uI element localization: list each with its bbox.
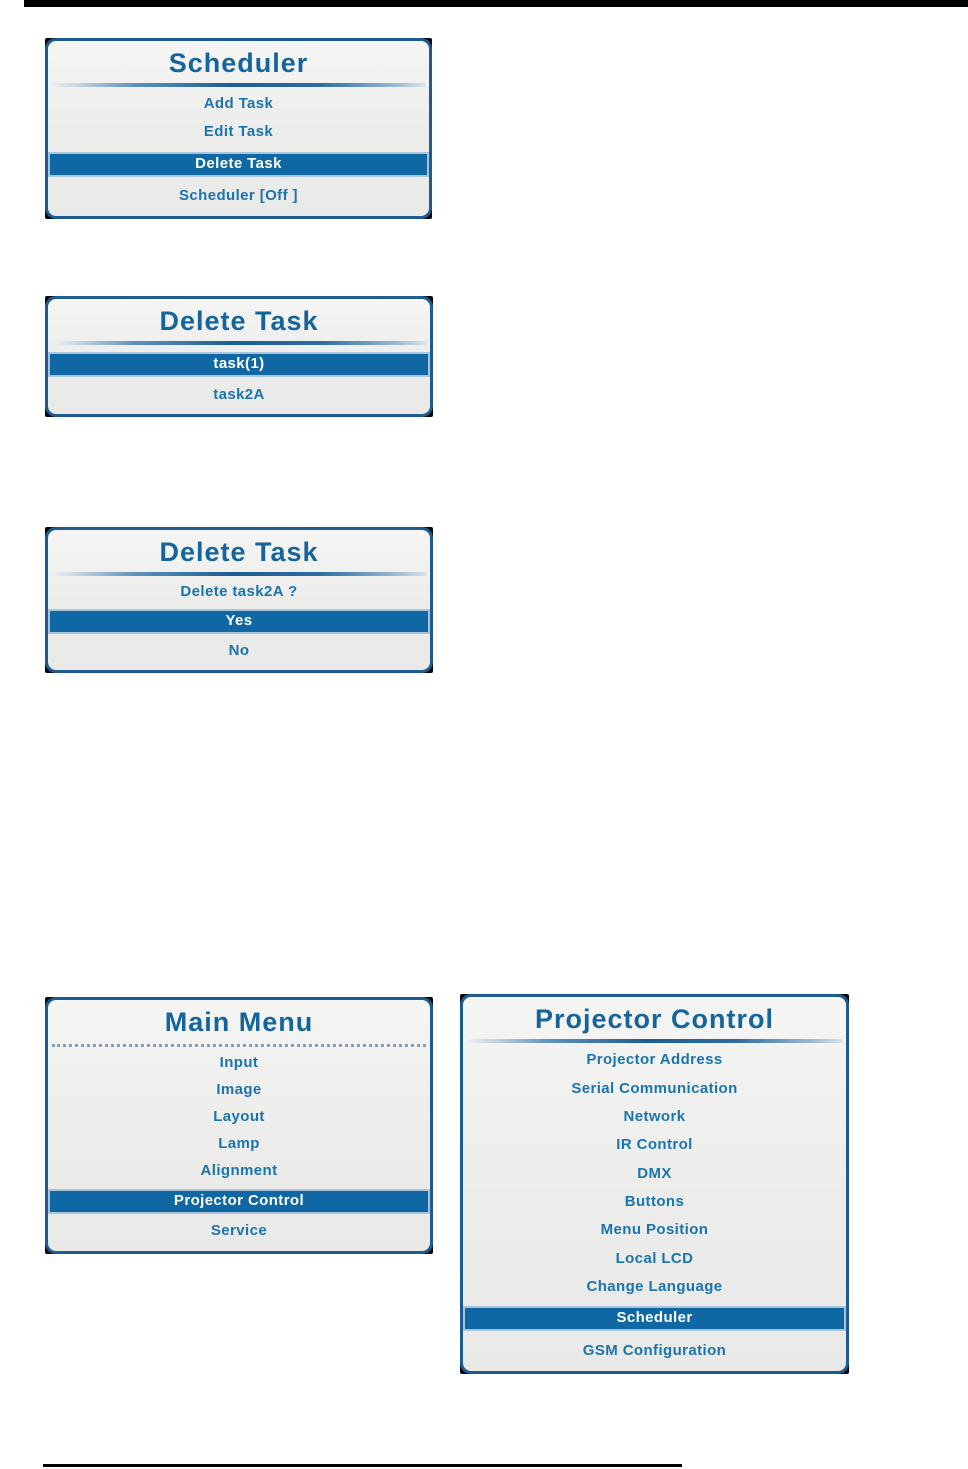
menu-item-label: Scheduler xyxy=(616,1309,693,1327)
menu-title: Main Menu xyxy=(164,1007,314,1037)
menu-item-label: Delete task2A ? xyxy=(180,583,298,600)
menu-item-label: Edit Task xyxy=(203,123,274,141)
menu-item-label: task(1) xyxy=(213,355,265,373)
menu-item-label: Menu Position xyxy=(600,1221,709,1239)
menu-item[interactable]: Service xyxy=(48,1222,430,1240)
title-divider xyxy=(51,572,427,576)
menu-item-label: Alignment xyxy=(200,1161,278,1179)
menu-item[interactable]: Add Task xyxy=(48,95,429,113)
menu-item[interactable]: Projector Address xyxy=(463,1051,846,1069)
osd-panel: Delete Task task(1) task2A xyxy=(45,296,433,417)
menu-item-label: Serial Communication xyxy=(571,1079,738,1097)
menu-item[interactable]: Local LCD xyxy=(463,1250,846,1268)
menu-item-label: Input xyxy=(219,1054,259,1072)
title-divider xyxy=(51,83,426,87)
menu-item-label: Lamp xyxy=(218,1134,260,1152)
menu-item[interactable]: Edit Task xyxy=(48,123,429,141)
title-divider-dotted xyxy=(52,1044,426,1047)
menu-item: Delete task2A ? xyxy=(48,583,430,601)
menu-item-label: Add Task xyxy=(203,95,274,113)
menu-item-selected[interactable]: Delete Task xyxy=(48,151,429,177)
menu-item-label: Change Language xyxy=(586,1278,723,1296)
menu-item-label: DMX xyxy=(637,1164,672,1182)
menu-item-label: IR Control xyxy=(616,1136,693,1154)
menu-item[interactable]: DMX xyxy=(463,1165,846,1183)
menu-item-label: Network xyxy=(623,1107,686,1125)
menu-item[interactable]: No xyxy=(48,642,430,660)
menu-item[interactable]: Buttons xyxy=(463,1193,846,1211)
menu-item[interactable]: Input xyxy=(48,1054,430,1072)
menu-title: Delete Task xyxy=(159,306,319,336)
page-top-rule xyxy=(24,0,968,7)
menu-item-selected[interactable]: Scheduler xyxy=(463,1306,846,1332)
menu-item-label: Buttons xyxy=(624,1192,685,1210)
menu-item-selected[interactable]: task(1) xyxy=(48,352,430,378)
menu-item-label: No xyxy=(228,642,250,659)
menu-item[interactable]: Serial Communication xyxy=(463,1080,846,1098)
menu-item[interactable]: task2A xyxy=(48,386,430,404)
menu-item[interactable]: GSM Configuration xyxy=(463,1342,846,1360)
menu-item-label: task2A xyxy=(213,385,265,403)
osd-menu-delete-task-list: Delete Task task(1) task2A xyxy=(45,296,433,417)
menu-item-label: Layout xyxy=(213,1108,265,1126)
menu-item[interactable]: Network xyxy=(463,1108,846,1126)
menu-item-list: task(1) task2A xyxy=(48,345,430,414)
menu-item-label: Service xyxy=(210,1222,268,1240)
menu-item[interactable]: Layout xyxy=(48,1108,430,1126)
title-divider xyxy=(51,341,427,345)
menu-item[interactable]: Image xyxy=(48,1081,430,1099)
menu-item[interactable]: Scheduler [Off ] xyxy=(48,187,429,205)
menu-item-label: GSM Configuration xyxy=(582,1341,727,1359)
menu-item-label: Scheduler [Off ] xyxy=(179,186,298,204)
menu-item-label: Yes xyxy=(225,612,253,629)
menu-item[interactable]: Lamp xyxy=(48,1135,430,1153)
menu-item-label: Projector Control xyxy=(173,1191,305,1209)
menu-title: Projector Control xyxy=(534,1004,774,1034)
menu-item[interactable]: Change Language xyxy=(463,1278,846,1296)
menu-item-label: Projector Address xyxy=(586,1051,723,1069)
menu-item[interactable]: Alignment xyxy=(48,1162,430,1180)
menu-item-selected[interactable]: Yes xyxy=(48,609,430,634)
menu-item-selected[interactable]: Projector Control xyxy=(48,1188,430,1214)
menu-item[interactable]: Menu Position xyxy=(463,1221,846,1239)
menu-title: Delete Task xyxy=(159,537,319,567)
menu-item-label: Image xyxy=(216,1081,262,1099)
page-footer-rule xyxy=(43,1464,682,1467)
menu-item-label: Delete Task xyxy=(195,154,282,172)
title-divider xyxy=(466,1039,843,1043)
menu-item[interactable]: IR Control xyxy=(463,1136,846,1154)
menu-title: Scheduler xyxy=(168,48,309,78)
menu-item-label: Local LCD xyxy=(615,1249,694,1267)
